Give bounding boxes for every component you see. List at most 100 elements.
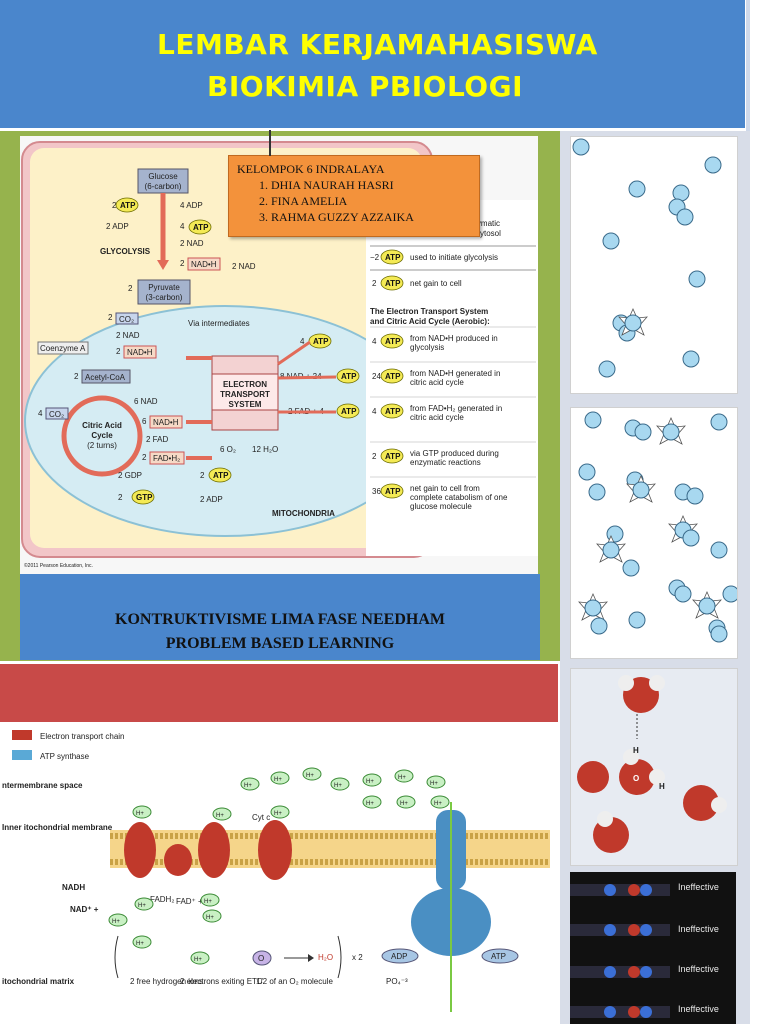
svg-text:ATP: ATP <box>385 452 401 461</box>
glycolysis-label: GLYCOLYSIS <box>100 247 151 256</box>
svg-text:ytosol: ytosol <box>480 229 501 238</box>
svg-text:2: 2 <box>180 259 185 268</box>
svg-text:Citric Acid: Citric Acid <box>82 421 122 430</box>
member-1: 1. DHIA NAURAH HASRI <box>259 178 394 192</box>
svg-text:H: H <box>659 782 665 791</box>
gas-particle <box>710 541 728 559</box>
gas-particle <box>628 180 646 198</box>
svg-text:H+: H+ <box>434 801 442 807</box>
connector-line <box>269 130 271 156</box>
molecule-red <box>628 966 640 978</box>
svg-text:ELECTRON: ELECTRON <box>223 380 267 389</box>
svg-text:ATP: ATP <box>491 952 506 961</box>
svg-text:4: 4 <box>38 409 43 418</box>
gas-particle <box>632 481 650 499</box>
svg-text:ntermembrane space: ntermembrane space <box>2 781 83 790</box>
svg-text:Inner itochondrial membrane: Inner itochondrial membrane <box>2 823 113 832</box>
molecule-blue <box>604 924 616 936</box>
atp-yield-text: complete catabolism of one <box>410 493 508 502</box>
h-plus-ion <box>430 795 450 809</box>
red-band <box>0 664 558 722</box>
svg-text:2: 2 <box>118 493 123 502</box>
h-plus-ion <box>426 775 446 789</box>
svg-text:PO₄⁻³: PO₄⁻³ <box>386 977 408 986</box>
gas-particle <box>704 156 722 174</box>
ineffective-label-3: Ineffective <box>678 964 719 974</box>
svg-text:NAD•H: NAD•H <box>127 348 153 357</box>
gas-particle <box>722 585 740 603</box>
svg-text:2 GDP: 2 GDP <box>118 471 142 480</box>
svg-text:ATP: ATP <box>385 407 401 416</box>
electron-transport-chain-diagram: Electron transport chain ATP synthase nt… <box>0 722 558 1024</box>
svg-text:H: H <box>633 746 639 755</box>
svg-text:O: O <box>633 774 639 783</box>
svg-text:H+: H+ <box>274 777 282 783</box>
svg-text:2: 2 <box>200 471 205 480</box>
svg-text:2 electrons exiting ETC: 2 electrons exiting ETC <box>180 977 263 986</box>
molecule-blue <box>640 1006 652 1018</box>
h-plus-ion <box>394 769 414 783</box>
gas-particle <box>578 463 596 481</box>
h-plus-ion <box>396 795 416 809</box>
svg-text:ATP: ATP <box>341 407 357 416</box>
collision-svg <box>570 884 670 1018</box>
atp-yield-text: from FAD•H₂ generated in <box>410 404 502 413</box>
atp-badge <box>380 448 404 464</box>
gas-particle <box>674 585 692 603</box>
ineffective-label-2: Ineffective <box>678 924 719 934</box>
svg-text:H+: H+ <box>136 811 144 817</box>
svg-text:H+: H+ <box>398 775 406 781</box>
svg-text:NAD•H: NAD•H <box>153 418 179 427</box>
h-plus-ion <box>302 767 322 781</box>
gas-particle <box>686 487 704 505</box>
gas-particle <box>710 625 728 643</box>
svg-text:2: 2 <box>112 201 117 210</box>
svg-text:FADH₂: FADH₂ <box>150 895 174 904</box>
motion-trail <box>570 1006 670 1018</box>
svg-text:x 2: x 2 <box>352 953 363 962</box>
particles-svg-2 <box>578 411 740 643</box>
atp-badge <box>380 333 404 349</box>
ineffective-collisions-panel: Ineffective Ineffective Ineffective Inef… <box>570 872 736 1024</box>
svg-text:H+: H+ <box>216 813 224 819</box>
svg-text:4: 4 <box>180 222 185 231</box>
svg-text:(2 turns): (2 turns) <box>87 441 117 450</box>
gas-particle <box>628 611 646 629</box>
atp-badge <box>380 403 404 419</box>
gas-particle <box>698 597 716 615</box>
svg-text:The Electron Transport System: The Electron Transport System <box>370 307 488 316</box>
h-plus-ion <box>240 777 260 791</box>
svg-text:2: 2 <box>108 313 113 322</box>
svg-text:H+: H+ <box>306 773 314 779</box>
svg-text:1/2 of an O₂ molecule: 1/2 of an O₂ molecule <box>256 977 333 986</box>
svg-text:used to initiate glycolysis: used to initiate glycolysis <box>410 253 498 262</box>
h-plus-ion <box>270 771 290 785</box>
svg-text:H+: H+ <box>112 919 120 925</box>
atp-yield-count: 4 <box>372 337 377 346</box>
svg-text:(3-carbon): (3-carbon) <box>146 293 183 302</box>
molecule-red <box>628 924 640 936</box>
h-plus-ion <box>270 805 290 819</box>
svg-text:ATP: ATP <box>213 471 229 480</box>
h-plus-ion <box>362 773 382 787</box>
atp-yield-text: from NAD•H generated in <box>410 369 500 378</box>
svg-text:12 H₂O: 12 H₂O <box>252 445 278 454</box>
atp-yield-count: 36 <box>372 487 381 496</box>
svg-text:ATP: ATP <box>341 372 357 381</box>
svg-text:Electron transport chain: Electron transport chain <box>40 732 125 741</box>
svg-text:2: 2 <box>116 347 121 356</box>
gas-particle <box>634 423 652 441</box>
svg-text:2 ADP: 2 ADP <box>106 222 129 231</box>
gas-particle <box>584 599 602 617</box>
header-banner: LEMBAR KERJAMAHASISWA BIOKIMIA PBIOLOGI <box>0 0 745 128</box>
svg-text:NADH: NADH <box>62 883 85 892</box>
svg-text:Cyt c: Cyt c <box>252 813 270 822</box>
atp-yield-text: glucose molecule <box>410 502 472 511</box>
svg-text:ATP synthase: ATP synthase <box>40 752 90 761</box>
svg-text:2 NAD: 2 NAD <box>180 239 204 248</box>
ineffective-label-1: Ineffective <box>678 882 719 892</box>
molecule-red <box>628 1006 640 1018</box>
gas-particle <box>598 360 616 378</box>
svg-text:Acetyl-CoA: Acetyl-CoA <box>85 373 126 382</box>
proton-markers: H+H+H+H+H+H+H+H+H+H+H+H+H+H+H+H+H+H+H+ <box>108 767 450 965</box>
